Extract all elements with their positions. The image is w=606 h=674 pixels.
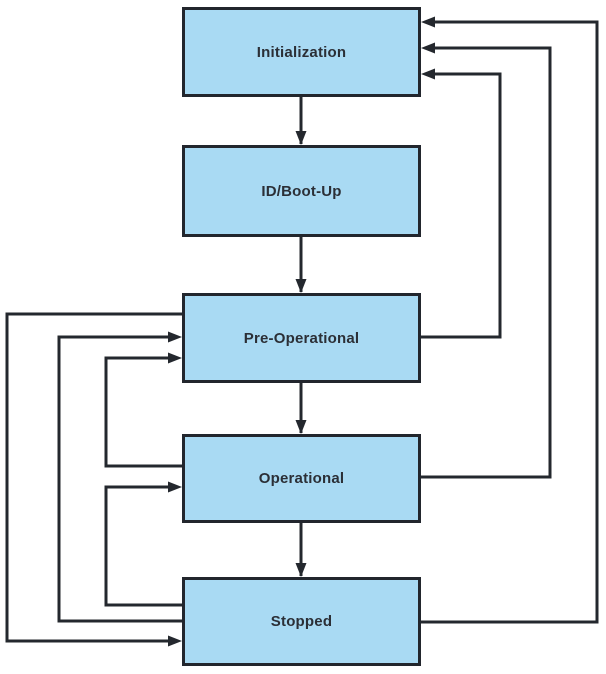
node-initialization: Initialization <box>182 7 421 97</box>
node-label-operational: Operational <box>258 470 345 487</box>
node-pre-operational: Pre-Operational <box>182 293 421 383</box>
node-operational: Operational <box>182 434 421 523</box>
edge-stopped-to-operational <box>104 481 182 607</box>
node-label-pre-operational: Pre-Operational <box>243 329 360 347</box>
edge-initialization-to-id-boot-up <box>295 97 307 145</box>
node-label-initialization: Initialization <box>256 43 347 61</box>
node-id-boot-up: ID/Boot-Up <box>182 145 421 237</box>
edge-pre-operational-to-initialization <box>421 68 502 339</box>
edge-id-boot-up-to-pre-operational <box>295 237 307 293</box>
edge-operational-to-initialization <box>421 42 552 479</box>
node-stopped: Stopped <box>182 577 421 666</box>
edge-pre-operational-to-stopped <box>5 312 182 647</box>
node-label-id-boot-up: ID/Boot-Up <box>261 182 342 200</box>
edge-stopped-to-pre-operational <box>57 331 182 623</box>
edge-operational-to-stopped <box>295 523 307 577</box>
edge-stopped-to-initialization <box>421 16 599 624</box>
edge-operational-to-pre-operational <box>104 352 182 468</box>
edge-pre-operational-to-operational <box>295 383 307 434</box>
node-label-stopped: Stopped <box>270 613 333 630</box>
